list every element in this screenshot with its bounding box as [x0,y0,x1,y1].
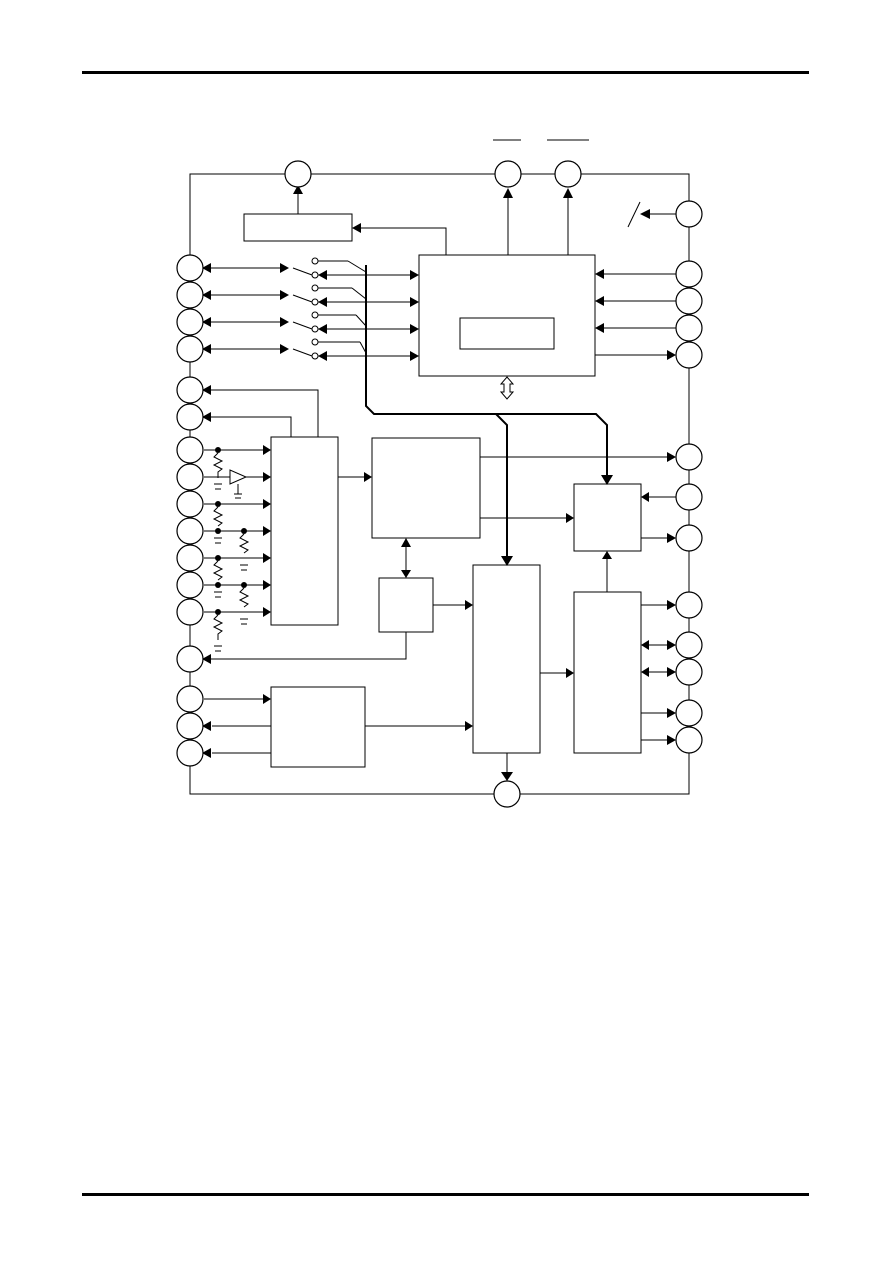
pin [176,490,204,518]
pin [675,631,703,659]
pin [675,483,703,511]
pin [176,376,204,404]
block-small [378,577,434,633]
pin-top-2 [494,160,522,188]
block-cpu [418,254,596,377]
pin [176,335,204,363]
pins-bottom [493,780,521,808]
pin [675,726,703,754]
pin [176,281,204,309]
pin [176,685,204,713]
footer-rule [82,1193,809,1196]
pin [176,712,204,740]
header-rule [82,71,809,74]
pin [176,403,204,431]
pin [675,314,703,342]
pin [176,645,204,673]
block-cpu-inner [459,317,555,350]
pin [176,571,204,599]
analog-inputs [204,445,271,652]
pin [176,308,204,336]
pin [675,443,703,471]
pin-top-3 [554,160,582,188]
pin [176,517,204,545]
pins-top [284,160,582,188]
block-top-left [243,213,353,242]
pin [675,287,703,315]
block-adc [270,436,339,626]
block-io-port [573,591,642,754]
block-memory [371,437,481,539]
pin [675,658,703,686]
block-bottom-left [270,686,366,768]
pin [675,524,703,552]
pin [176,739,204,767]
pin [176,463,204,491]
pin [176,544,204,572]
pin-top-1 [284,160,312,188]
pins-right [675,200,703,754]
block-right-upper [573,483,642,552]
pin [176,598,204,626]
pin [675,200,703,228]
pin [176,436,204,464]
block-bus-controller [472,564,541,754]
switch-group [202,257,419,361]
pin [675,699,703,727]
pin [675,260,703,288]
pin [176,254,204,282]
pins-left [176,254,204,767]
pin [675,591,703,619]
pin [675,341,703,369]
pin-bottom-1 [493,780,521,808]
